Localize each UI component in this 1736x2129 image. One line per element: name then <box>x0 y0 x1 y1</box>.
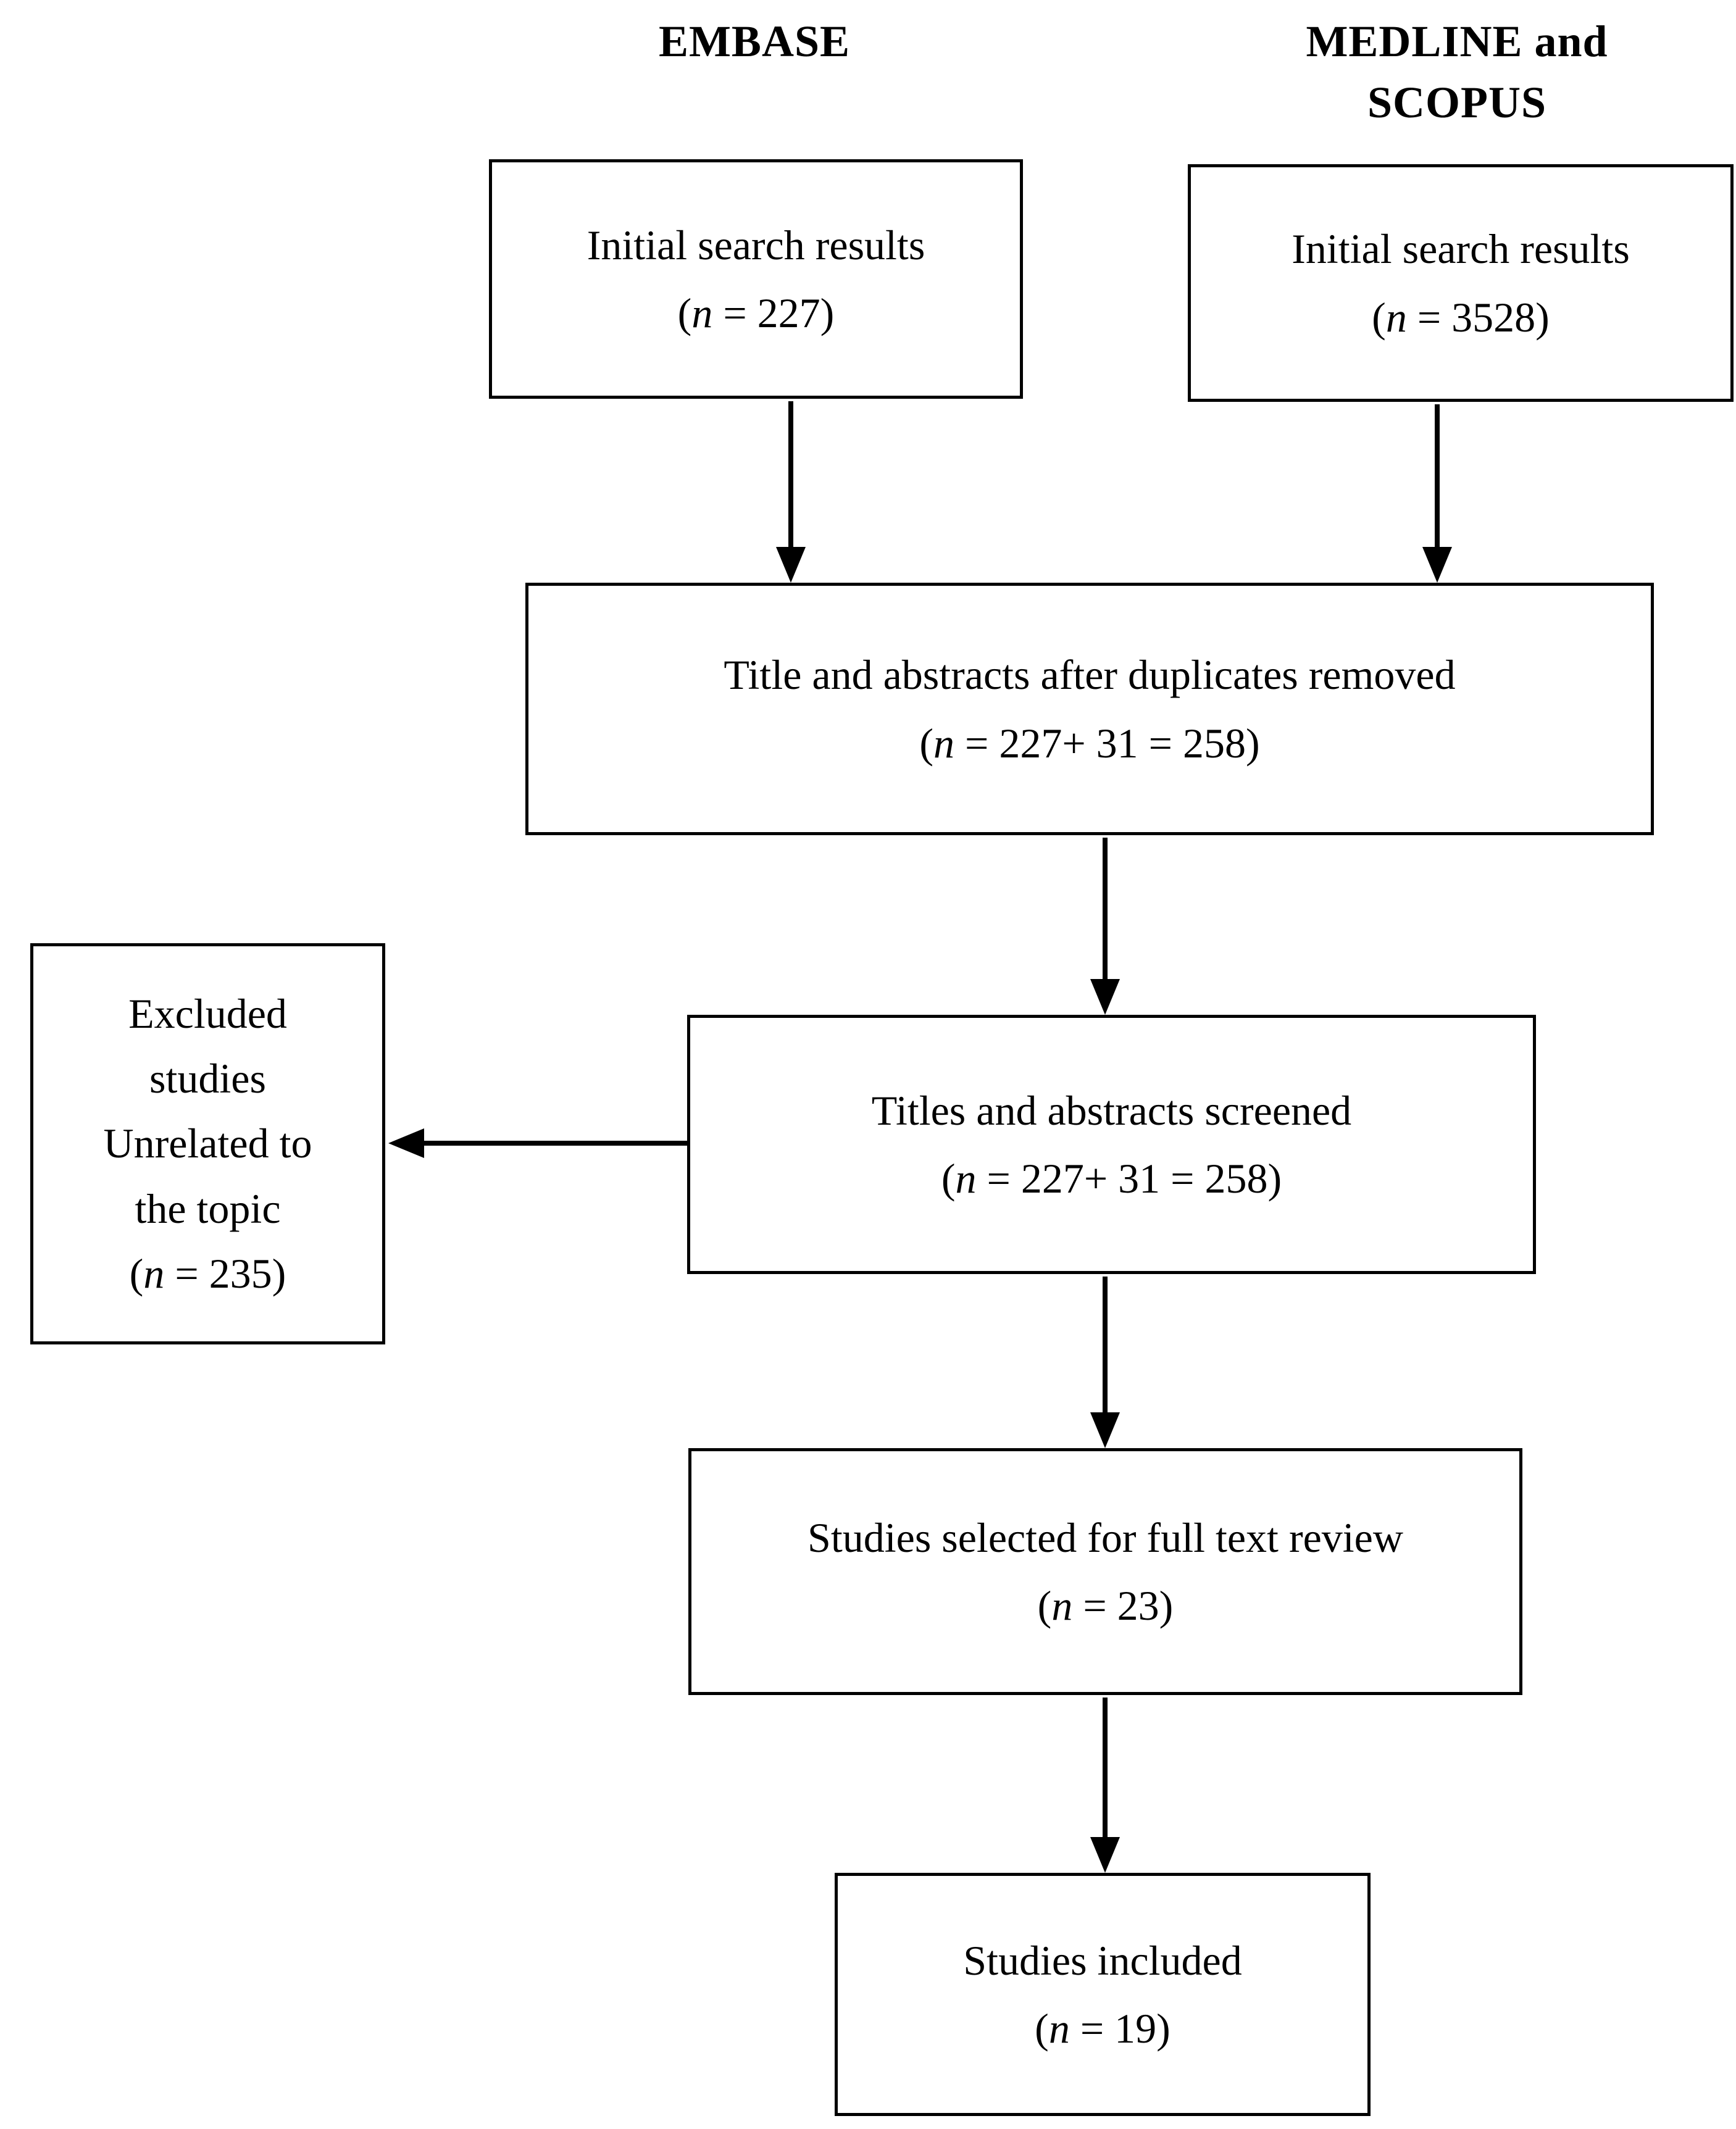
count-n-symbol: n <box>1385 293 1407 341</box>
column-header-medline-scopus: MEDLINE and SCOPUS <box>1306 17 1608 128</box>
arrow-duplicates-to-screened <box>1090 838 1120 1015</box>
count-open-paren: ( <box>677 290 692 336</box>
box-title: Title and abstracts after duplicates rem… <box>724 651 1456 699</box>
count-open-paren: ( <box>1035 2005 1049 2052</box>
count-n-symbol: n <box>1051 1582 1073 1629</box>
box-text-line: studies <box>149 1054 266 1102</box>
count-open-paren: ( <box>129 1250 144 1298</box>
count-open-paren: ( <box>1372 293 1386 341</box>
box-count: (n = 227+ 31 = 258) <box>919 709 1259 777</box>
box-title: Studies included <box>963 1936 1242 1984</box>
count-open-paren: ( <box>941 1155 956 1202</box>
box-duplicates-removed: Title and abstracts after duplicates rem… <box>525 583 1654 835</box>
count-value: = 3528) <box>1406 293 1550 341</box>
arrow-embase-to-duplicates <box>776 401 806 583</box>
count-n-symbol: n <box>933 719 954 767</box>
count-n-symbol: n <box>955 1155 977 1202</box>
box-text-line: Excluded <box>128 990 287 1037</box>
count-open-paren: ( <box>1037 1582 1052 1629</box>
count-n-symbol: n <box>1048 2005 1070 2052</box>
box-titles-abstracts-screened: Titles and abstracts screened (n = 227+ … <box>687 1015 1536 1274</box>
count-open-paren: ( <box>919 719 933 767</box>
box-count: (n = 235) <box>130 1241 286 1306</box>
count-value: = 227+ 31 = 258) <box>954 719 1260 767</box>
arrow-fulltext-to-included <box>1090 1698 1120 1873</box>
box-title: Initial search results <box>586 221 925 269</box>
box-count: (n = 19) <box>1035 1994 1171 2062</box>
box-count: (n = 227) <box>678 279 835 347</box>
box-count: (n = 3528) <box>1372 283 1550 351</box>
box-full-text-review: Studies selected for full text review (n… <box>688 1448 1522 1695</box>
box-title: Titles and abstracts screened <box>871 1086 1352 1134</box>
box-excluded-studies: Excluded studies Unrelated to the topic … <box>30 943 385 1344</box>
box-text-line: the topic <box>135 1185 281 1232</box>
count-value: = 227+ 31 = 258) <box>976 1155 1282 1202</box>
arrow-medline-to-duplicates <box>1422 404 1452 583</box>
box-title: Studies selected for full text review <box>807 1514 1403 1561</box>
box-initial-search-medline-scopus: Initial search results (n = 3528) <box>1188 164 1734 402</box>
count-n-symbol: n <box>691 290 713 336</box>
box-text-line: Unrelated to <box>103 1120 312 1167</box>
count-value: = 23) <box>1072 1582 1174 1629</box>
box-count: (n = 227+ 31 = 258) <box>941 1144 1282 1212</box>
count-value: = 19) <box>1069 2005 1171 2052</box>
box-initial-search-embase: Initial search results (n = 227) <box>489 159 1023 399</box>
count-value: = 235) <box>164 1250 286 1298</box>
box-title: Initial search results <box>1292 225 1630 273</box>
count-value: = 227) <box>712 290 835 336</box>
box-count: (n = 23) <box>1038 1572 1174 1639</box>
box-studies-included: Studies included (n = 19) <box>835 1873 1371 2116</box>
arrow-screened-to-excluded <box>388 1128 687 1158</box>
arrow-screened-to-fulltext <box>1090 1277 1120 1448</box>
count-n-symbol: n <box>143 1250 165 1298</box>
column-header-embase: EMBASE <box>658 17 851 66</box>
